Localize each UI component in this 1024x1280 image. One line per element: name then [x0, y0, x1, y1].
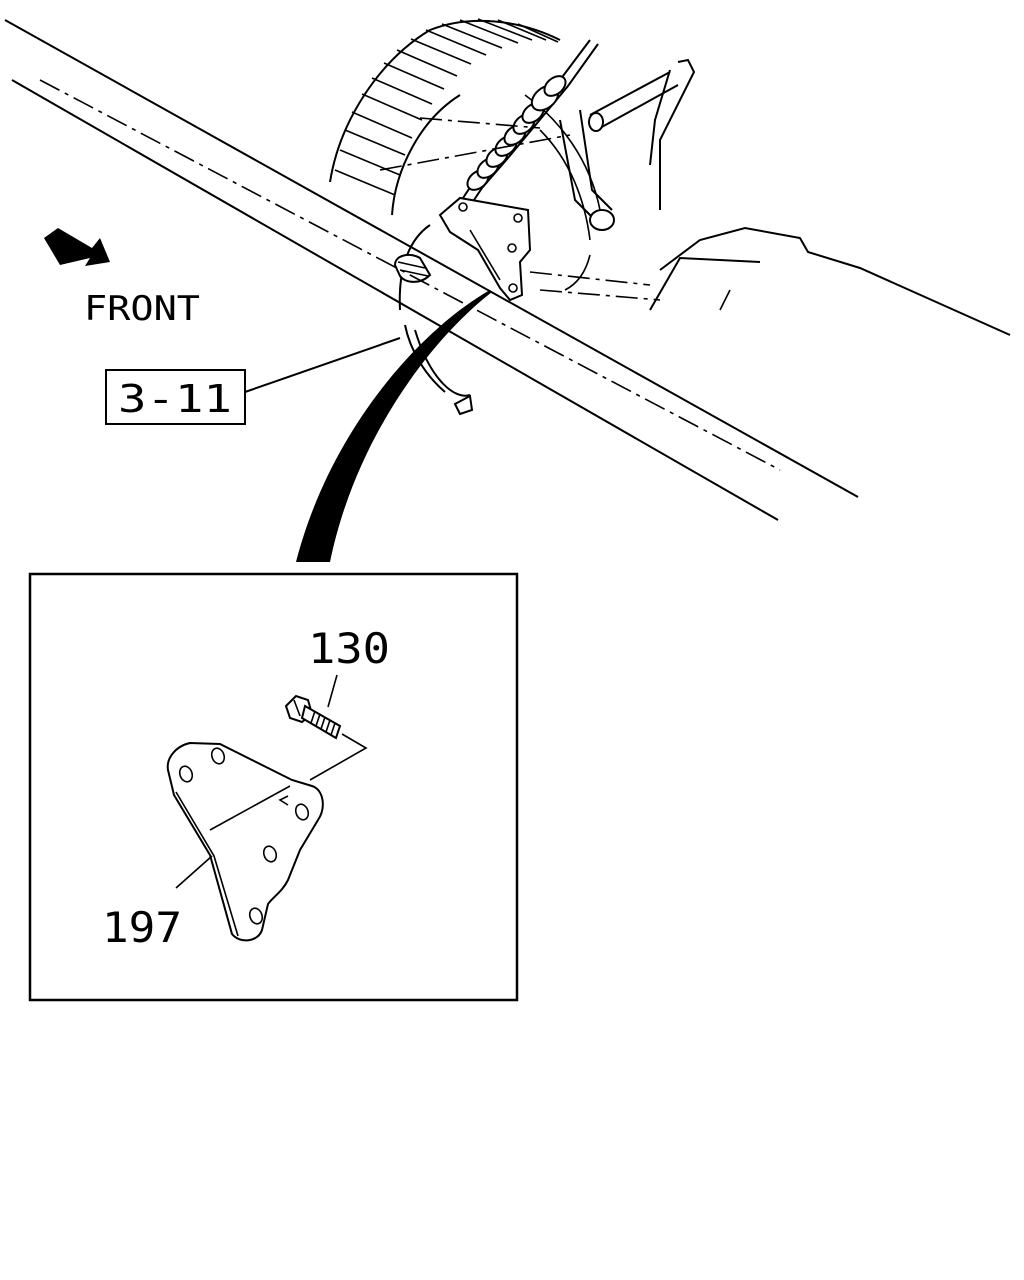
- frame-rails: [4, 19, 859, 521]
- part-label-197: 197: [102, 903, 182, 952]
- bracket-197: [166, 741, 324, 942]
- bolt-130: [284, 674, 342, 740]
- part-label-130: 130: [308, 624, 390, 673]
- callout-wedge: [296, 290, 492, 562]
- detail-inset: 130 197: [28, 572, 519, 1002]
- brake-cable: [454, 39, 599, 219]
- front-label: FRONT: [84, 289, 200, 329]
- front-arrow-icon: [44, 228, 110, 266]
- bracket-installed: [438, 196, 532, 302]
- drum-ribs: [334, 18, 559, 196]
- reference-label: 3-11: [118, 377, 232, 421]
- brake-drum-assembly: [329, 18, 1011, 416]
- reference-box: 3-11: [105, 337, 401, 425]
